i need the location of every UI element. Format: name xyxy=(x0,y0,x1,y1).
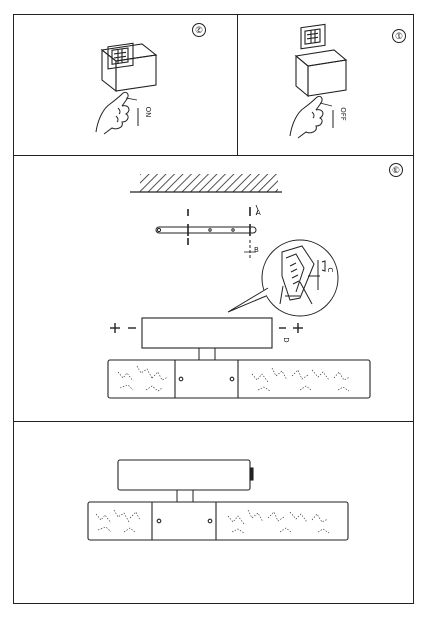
divider-top xyxy=(13,155,414,156)
hand-pressing-icon xyxy=(289,95,324,139)
svg-text:②: ② xyxy=(195,24,203,34)
mounting-bracket xyxy=(155,224,257,236)
hand-pressing-icon xyxy=(95,91,130,135)
divider-middle xyxy=(13,421,414,422)
screw-right xyxy=(279,323,303,333)
step-1-label: OFF xyxy=(339,107,347,121)
label-d: D xyxy=(282,337,290,342)
panel-step-1-switch-off: ① OFF xyxy=(289,23,406,139)
divider-vertical xyxy=(237,14,238,155)
assembled-stem xyxy=(176,489,194,503)
assembled-canopy xyxy=(117,459,254,491)
step-2-label: ON xyxy=(144,107,152,118)
lamp-stem xyxy=(198,347,216,361)
step-3-number: ③ xyxy=(389,163,403,177)
label-c: C xyxy=(326,268,334,273)
ceiling-hatch xyxy=(140,174,278,192)
label-a: A xyxy=(256,209,261,217)
switch-box-icon xyxy=(100,42,158,93)
svg-text:①: ① xyxy=(395,30,403,40)
wiring-detail-bubble xyxy=(227,239,339,317)
switch-box-icon xyxy=(294,23,348,98)
assembled-lamp-body xyxy=(87,501,349,541)
step-1-number: ① xyxy=(392,29,406,43)
svg-text:③: ③ xyxy=(392,164,400,174)
label-b: B xyxy=(254,246,259,254)
panel-step-3-mounting: ③ A B xyxy=(107,163,403,399)
lamp-body xyxy=(107,359,371,399)
panel-step-2-switch-on: ② ON xyxy=(95,23,206,135)
screw-left xyxy=(110,323,136,333)
canopy-plate xyxy=(141,317,273,349)
step-2-number: ② xyxy=(192,23,206,37)
instruction-sheet-frame xyxy=(13,14,414,604)
panel-final-assembly xyxy=(87,459,349,541)
